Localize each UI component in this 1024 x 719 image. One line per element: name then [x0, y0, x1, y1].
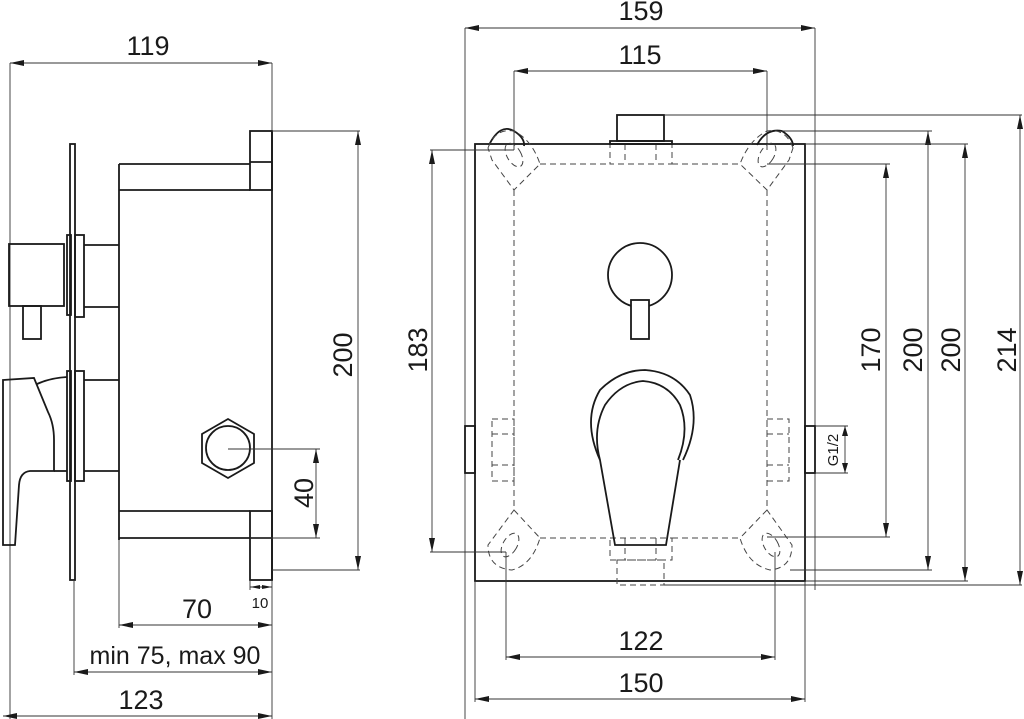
- mounting-plate: [474, 143, 806, 582]
- dim-thread: G1/2: [815, 425, 848, 474]
- dim-70: 70: [118, 540, 272, 628]
- dim-label-119: 119: [126, 31, 169, 61]
- valve-body: [118, 130, 273, 581]
- dim-214: 214: [664, 114, 1023, 586]
- dim-150: 150: [474, 581, 806, 702]
- hidden-body-outline: [491, 143, 790, 586]
- fixing-lug-bottom-left: [430, 509, 541, 660]
- left-inlet: [464, 425, 476, 474]
- dim-label-200-a: 200: [898, 327, 928, 372]
- dim-label-200-side: 200: [328, 332, 358, 377]
- lever-handle-side: [2, 370, 119, 546]
- fixing-lug-bottom-right: [739, 509, 793, 660]
- dim-label-150: 150: [618, 668, 663, 698]
- fixing-lug-top-left: [430, 127, 541, 191]
- dim-label-214: 214: [992, 327, 1022, 372]
- diverter-knob-side: [8, 234, 119, 340]
- dim-label-200-b: 200: [936, 327, 966, 372]
- dim-119: 119: [9, 31, 273, 719]
- dim-200-a: 200: [782, 130, 932, 571]
- dim-label-10: 10: [252, 595, 269, 612]
- diverter-knob: [607, 242, 673, 340]
- dim-label-thread: G1/2: [825, 434, 842, 467]
- lever-handle: [590, 369, 695, 546]
- dim-label-40: 40: [289, 478, 319, 508]
- top-outlet: [609, 114, 673, 145]
- hex-outlet: [201, 417, 320, 480]
- dim-label-170: 170: [856, 327, 886, 372]
- dim-159: 159: [464, 0, 816, 719]
- dim-200-side: 200: [272, 130, 361, 571]
- fixing-lug-top-right: [739, 129, 794, 191]
- dim-170: 170: [767, 163, 890, 538]
- dim-200-b: 200: [805, 143, 968, 582]
- dim-label-159: 159: [618, 0, 663, 26]
- dim-115: 115: [513, 40, 768, 150]
- dim-label-115: 115: [618, 40, 661, 70]
- dim-label-install-range: min 75, max 90: [90, 642, 261, 670]
- dim-install-range: min 75, max 90: [73, 580, 272, 675]
- dim-123: 123: [3, 590, 273, 719]
- dim-122: 122: [506, 626, 775, 660]
- dim-10: 10: [249, 580, 272, 612]
- dim-label-70: 70: [182, 594, 212, 624]
- dim-label-183: 183: [403, 327, 433, 372]
- right-inlet: [804, 425, 816, 474]
- dim-183: 183: [403, 150, 435, 552]
- dim-label-122: 122: [618, 626, 663, 656]
- side-view: 119: [2, 31, 361, 719]
- dim-40: 40: [250, 449, 320, 539]
- front-view: 159 115: [403, 0, 1023, 719]
- dim-label-123: 123: [118, 685, 163, 715]
- wall-plate: [69, 143, 76, 581]
